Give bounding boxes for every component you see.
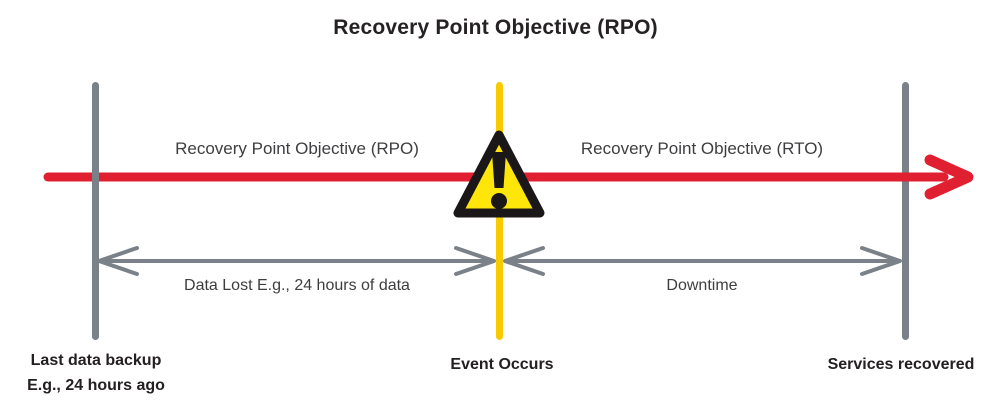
data-lost-label: Data Lost E.g., 24 hours of data [184, 277, 410, 294]
downtime-label: Downtime [666, 277, 738, 294]
last-backup-marker-line [92, 82, 99, 340]
last-backup-caption-line2: E.g., 24 hours ago [27, 377, 165, 394]
rpo-phase-label: Recovery Point Objective (RPO) [175, 139, 419, 158]
last-backup-caption: Last data backup E.g., 24 hours ago [0, 348, 192, 398]
services-recovered-caption: Services recovered [827, 356, 975, 373]
services-recovered-marker-line [902, 82, 909, 340]
span-arrows [97, 246, 902, 276]
double-headed-arrow-icon [97, 246, 902, 276]
event-occurs-caption: Event Occurs [450, 356, 554, 373]
last-backup-caption-line1: Last data backup [30, 352, 162, 369]
diagram-title: Recovery Point Objective (RPO) [333, 16, 658, 39]
rto-phase-label: Recovery Point Objective (RTO) [580, 139, 824, 158]
warning-triangle-icon [453, 130, 545, 218]
